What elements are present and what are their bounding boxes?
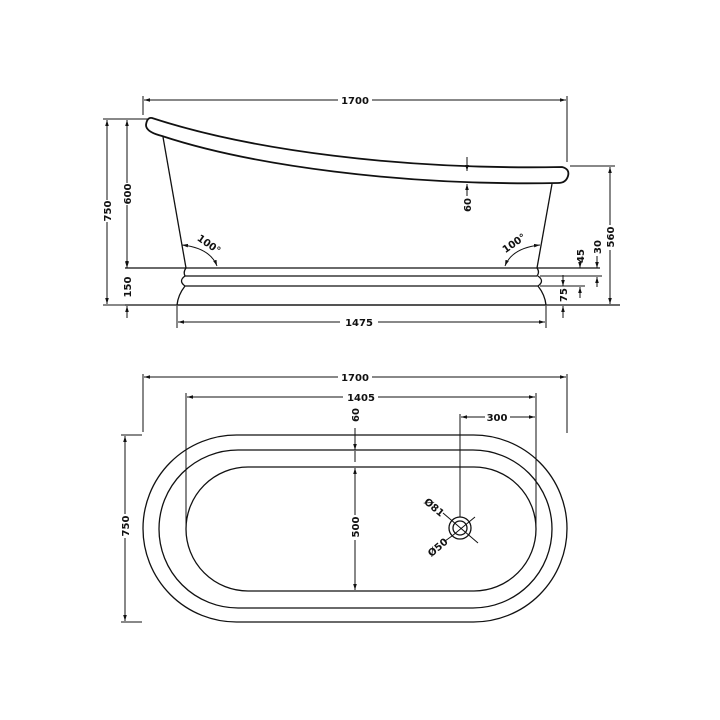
- dim-plan-width: 750: [121, 516, 132, 537]
- dim-inner-width: 500: [351, 517, 362, 538]
- dim-rim-width: 60: [351, 408, 362, 422]
- dim-plinth-height: 150: [123, 277, 134, 298]
- bath-body-right: [536, 183, 553, 269]
- bath-body-left: [162, 136, 187, 269]
- dim-waste-offset: 300: [487, 413, 508, 424]
- side-view: 1700 750 600 150 60 100° 100° 560 30: [103, 96, 620, 329]
- dim-inner-length: 1405: [347, 393, 375, 404]
- angle-right: 100°: [501, 232, 529, 256]
- dim-plinth-length: 1475: [345, 318, 373, 329]
- bath-rim: [145, 116, 570, 185]
- plan-view: 1700 1405 300 60 500 750 Ø: [121, 373, 568, 623]
- dim-rim-thickness: 60: [463, 198, 474, 212]
- dim-foot-end-height: 560: [606, 227, 617, 248]
- waste-outlet: [442, 512, 479, 544]
- bath-bowl: [185, 466, 537, 592]
- dim-band-45: 45: [576, 249, 587, 263]
- waste-outer-diameter: Ø81: [421, 496, 446, 520]
- angle-left: 100°: [195, 233, 223, 257]
- dim-side-length: 1700: [341, 96, 369, 107]
- plinth: [125, 267, 620, 306]
- dim-band-75: 75: [559, 288, 570, 302]
- dim-band-30: 30: [593, 240, 604, 254]
- dim-side-height: 750: [103, 201, 114, 222]
- dim-plan-length: 1700: [341, 373, 369, 384]
- dim-body-height: 600: [123, 184, 134, 205]
